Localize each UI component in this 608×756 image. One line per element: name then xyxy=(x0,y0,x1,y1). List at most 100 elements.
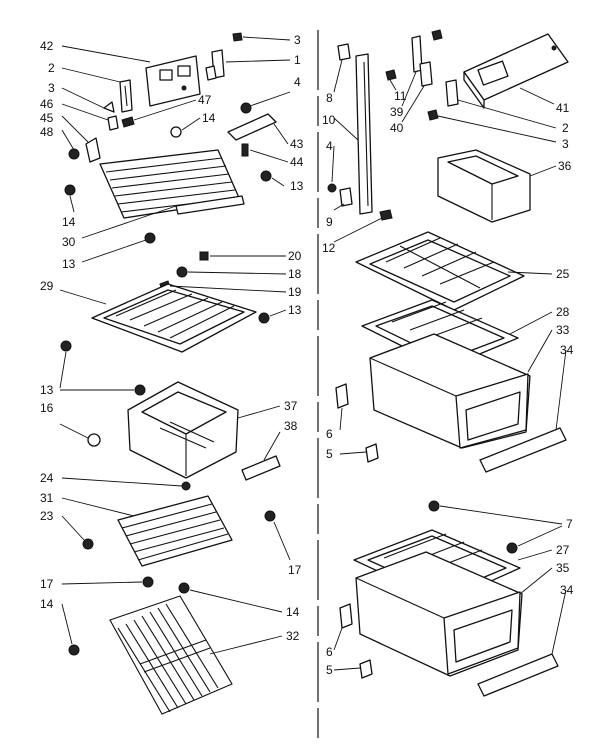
part-8-cap xyxy=(337,43,351,61)
label-29: 29 xyxy=(40,279,54,293)
label-47: 47 xyxy=(198,93,212,107)
part-48-knob xyxy=(68,148,80,160)
label-13-left: 13 xyxy=(40,383,54,397)
label-31: 31 xyxy=(40,491,54,505)
label-2-right: 2 xyxy=(562,121,569,135)
label-43: 43 xyxy=(290,137,304,151)
label-37: 37 xyxy=(284,399,298,413)
label-30: 30 xyxy=(62,235,76,249)
label-20: 20 xyxy=(288,249,302,263)
label-23: 23 xyxy=(40,509,54,523)
label-34-upper: 34 xyxy=(560,343,574,357)
label-35: 35 xyxy=(556,561,570,575)
part-17-support-left xyxy=(142,576,154,588)
part-45-damper xyxy=(85,137,101,163)
part-44-pin xyxy=(241,143,249,157)
part-13-support-right xyxy=(258,312,270,324)
label-41: 41 xyxy=(556,101,570,115)
part-7-support-top xyxy=(428,500,440,512)
label-14-left: 14 xyxy=(62,215,76,229)
label-38: 38 xyxy=(284,419,298,433)
part-46-clip xyxy=(107,115,119,131)
part-4-knob xyxy=(240,102,252,114)
label-25: 25 xyxy=(556,267,570,281)
part-24-support xyxy=(181,481,191,491)
label-9: 9 xyxy=(326,215,333,229)
label-7: 7 xyxy=(566,517,573,531)
part-5-roller-lower xyxy=(359,659,373,679)
label-13-right: 13 xyxy=(288,303,302,317)
part-13-support-right-upper xyxy=(260,170,272,182)
label-40: 40 xyxy=(390,121,404,135)
label-5-lower: 5 xyxy=(326,663,333,677)
part-14-support-bottom xyxy=(68,644,80,656)
label-36: 36 xyxy=(558,159,572,173)
part-47-screw xyxy=(121,116,135,128)
part-3-screw-top xyxy=(232,32,243,42)
label-42: 42 xyxy=(40,39,54,53)
part-7-support-side xyxy=(506,542,518,554)
label-13-middle: 13 xyxy=(62,257,76,271)
part-34-trim-upper xyxy=(479,427,567,473)
label-17-right: 17 xyxy=(288,563,302,577)
label-13-upper: 13 xyxy=(290,179,304,193)
label-3-right: 3 xyxy=(562,137,569,151)
label-44: 44 xyxy=(290,155,304,169)
part-13-support-low xyxy=(134,384,146,396)
label-46: 46 xyxy=(40,97,54,111)
part-14-support-upper xyxy=(170,126,182,138)
part-2-bracket-left xyxy=(119,79,133,113)
part-3-screw-right xyxy=(431,29,443,41)
part-4-knob-right xyxy=(327,183,337,193)
part-11-screw xyxy=(385,69,397,81)
label-32: 32 xyxy=(286,629,300,643)
part-3-clip xyxy=(103,101,115,113)
label-1: 1 xyxy=(294,53,301,67)
part-14-support-left xyxy=(64,184,76,196)
part-2-bracket-right xyxy=(445,79,459,107)
label-45: 45 xyxy=(40,111,54,125)
part-13-support-middle xyxy=(144,232,156,244)
part-18-knob xyxy=(176,266,188,278)
label-6-lower: 6 xyxy=(326,645,333,659)
part-36-bin xyxy=(437,149,531,223)
part-25-shelf xyxy=(355,231,525,311)
part-40-bracket xyxy=(419,61,433,87)
leader-lines xyxy=(59,36,567,671)
label-17-left: 17 xyxy=(40,577,54,591)
part-12-screw xyxy=(379,209,393,221)
label-12: 12 xyxy=(322,241,336,255)
part-17-support-right xyxy=(264,510,276,522)
part-41-control-housing xyxy=(463,33,569,109)
label-3-top: 3 xyxy=(294,33,301,47)
part-1-bracket xyxy=(205,49,225,81)
part-29-glass-shelf xyxy=(91,283,257,353)
label-33: 33 xyxy=(556,323,570,337)
part-37-pan xyxy=(127,381,239,479)
label-18: 18 xyxy=(288,267,302,281)
label-14-mid-left: 14 xyxy=(40,597,54,611)
part-23-support xyxy=(82,538,94,550)
callout-labels: 42 2 3 46 45 48 47 14 3 1 4 43 44 13 14 … xyxy=(40,33,574,677)
label-48: 48 xyxy=(40,125,54,139)
label-8: 8 xyxy=(326,91,333,105)
part-30-wire-shelf xyxy=(99,149,245,219)
label-14-upper: 14 xyxy=(202,111,216,125)
part-13-support-left xyxy=(60,340,72,352)
part-42-control-housing xyxy=(145,55,201,107)
label-4-right: 4 xyxy=(326,139,333,153)
label-6-upper: 6 xyxy=(326,427,333,441)
label-11: 11 xyxy=(394,89,407,103)
part-14-support-mid xyxy=(178,582,190,594)
label-16: 16 xyxy=(40,401,54,415)
label-27: 27 xyxy=(556,543,570,557)
part-5-roller-upper xyxy=(365,443,379,463)
part-34-trim-lower xyxy=(477,653,559,697)
label-39: 39 xyxy=(390,105,404,119)
label-5-upper: 5 xyxy=(326,447,333,461)
label-19: 19 xyxy=(288,285,302,299)
part-9-clip xyxy=(339,187,353,207)
label-14-mid-right: 14 xyxy=(286,605,300,619)
part-43-cover xyxy=(227,113,277,141)
